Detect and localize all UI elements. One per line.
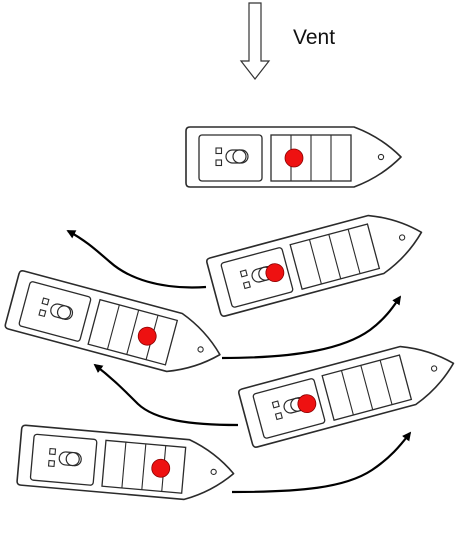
wind-label: Vent — [293, 26, 335, 49]
turn-arrow-right-1 — [221, 295, 402, 360]
boat-top — [185, 126, 402, 188]
boat-5 — [15, 424, 237, 505]
position-marker — [284, 148, 304, 168]
turn-arrow-left-2 — [93, 363, 239, 427]
position-marker — [137, 326, 157, 346]
position-marker — [297, 394, 317, 414]
boat-2 — [205, 202, 431, 318]
boat-3 — [3, 269, 229, 385]
boat-4 — [237, 333, 460, 449]
wind-arrow-icon — [239, 2, 271, 80]
turn-arrow-right-2 — [231, 431, 412, 494]
turn-arrow-left-1 — [66, 230, 207, 289]
position-marker — [151, 458, 171, 478]
position-marker — [265, 263, 285, 283]
